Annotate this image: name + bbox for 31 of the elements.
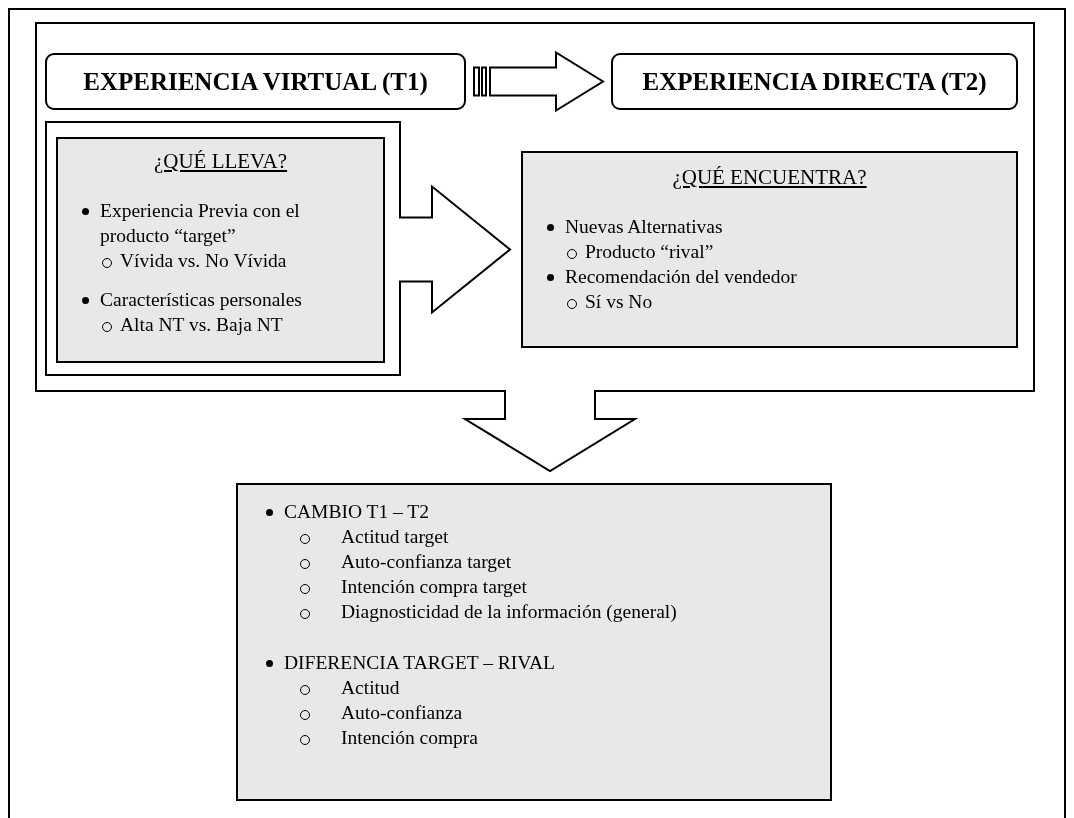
frame-box (45, 121, 401, 376)
section-heading: ¿QUÉ LLEVA? (152, 149, 289, 174)
stage-box (611, 53, 1018, 110)
block-arrow (461, 389, 639, 473)
list-item: Producto “rival” (565, 239, 1006, 264)
content-panel (236, 483, 832, 801)
list-item: Sí vs No (565, 289, 1006, 314)
content-panel (56, 137, 385, 363)
list-item: Nuevas Alternativas (545, 214, 1006, 239)
list-item: Actitud (264, 675, 820, 700)
list-item: Auto-confianza (264, 700, 820, 725)
list-item: Alta NT vs. Baja NT (100, 312, 373, 337)
list-item: Auto-confianza target (264, 549, 820, 574)
block-arrow (473, 50, 605, 113)
list-item: Intención compra (264, 725, 820, 750)
content-panel (521, 151, 1018, 348)
list-item: CAMBIO T1 – T2 (264, 499, 820, 524)
section-heading: ¿QUÉ ENCUENTRA? (671, 165, 868, 190)
block-arrow (398, 184, 512, 315)
list-item: DIFERENCIA TARGET – RIVAL (264, 650, 820, 675)
stage-title: EXPERIENCIA VIRTUAL (T1) (83, 67, 428, 96)
list-item: Intención compra target (264, 574, 820, 599)
stage-title: EXPERIENCIA DIRECTA (T2) (642, 67, 987, 96)
list-item: Diagnosticidad de la información (general) (264, 599, 820, 624)
stage-box (45, 53, 466, 110)
list-item: Recomendación del vendedor (545, 264, 1006, 289)
list-item: Experiencia Previa con el producto “target” (80, 198, 373, 248)
frame-panel (35, 22, 1035, 392)
list-item: Características personales (80, 287, 373, 312)
list-item: Vívida vs. No Vívida (100, 248, 373, 273)
list-item: Actitud target (264, 524, 820, 549)
